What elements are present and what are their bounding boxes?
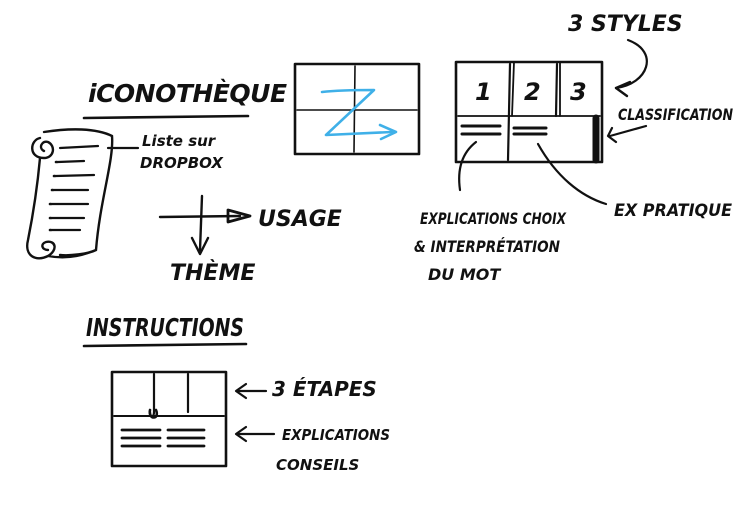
style-cell-1: 1 <box>475 78 492 106</box>
axis-theme-label: THÈME <box>170 260 255 286</box>
style-cell-2: 2 <box>524 78 541 106</box>
instructions-underline <box>82 342 248 348</box>
instructions-grid <box>110 370 228 468</box>
instructions-explications-line2: CONSEILS <box>276 456 359 474</box>
classification-pointer <box>608 124 648 138</box>
styles-explications-line3: DU MOT <box>428 265 501 284</box>
etapes-arrow-head <box>234 382 248 400</box>
styles-explications-line1: EXPLICATIONS CHOIX <box>420 209 566 228</box>
scroll-note-line1: Liste sur <box>142 132 217 150</box>
explications-pointer <box>458 140 478 192</box>
styles-curve-arrow <box>614 38 648 90</box>
ex-pratique-label: EX PRATIQUE <box>614 201 732 221</box>
z-reading-path <box>320 88 394 137</box>
classification-label: CLASSIFICATION <box>618 105 733 124</box>
usage-theme-axes <box>158 194 252 256</box>
z-arrow-head <box>378 123 398 141</box>
instructions-title: INSTRUCTIONS <box>86 313 244 342</box>
classification-arrow-head <box>606 126 618 144</box>
reading-order-grid <box>293 62 421 156</box>
instructions-explications-line1: EXPLICATIONS <box>282 426 390 444</box>
scroll-note-line2: DROPBOX <box>140 154 224 172</box>
iconotheque-title: iCONOTHÈQUE <box>88 78 287 108</box>
instructions-explications-arrow-head <box>234 425 248 443</box>
styles-grid <box>454 60 604 164</box>
iconotheque-underline <box>82 114 250 120</box>
etapes-label: 3 ÉTAPES <box>272 377 377 401</box>
axis-usage-label: USAGE <box>258 207 342 232</box>
scroll-icon <box>26 128 114 260</box>
styles-explications-line2: & INTERPRÉTATION <box>414 237 561 256</box>
styles-arrow-head <box>614 80 632 98</box>
styles-header: 3 STYLES <box>568 12 683 37</box>
ex-pratique-pointer <box>536 142 608 206</box>
style-cell-3: 3 <box>570 78 587 106</box>
